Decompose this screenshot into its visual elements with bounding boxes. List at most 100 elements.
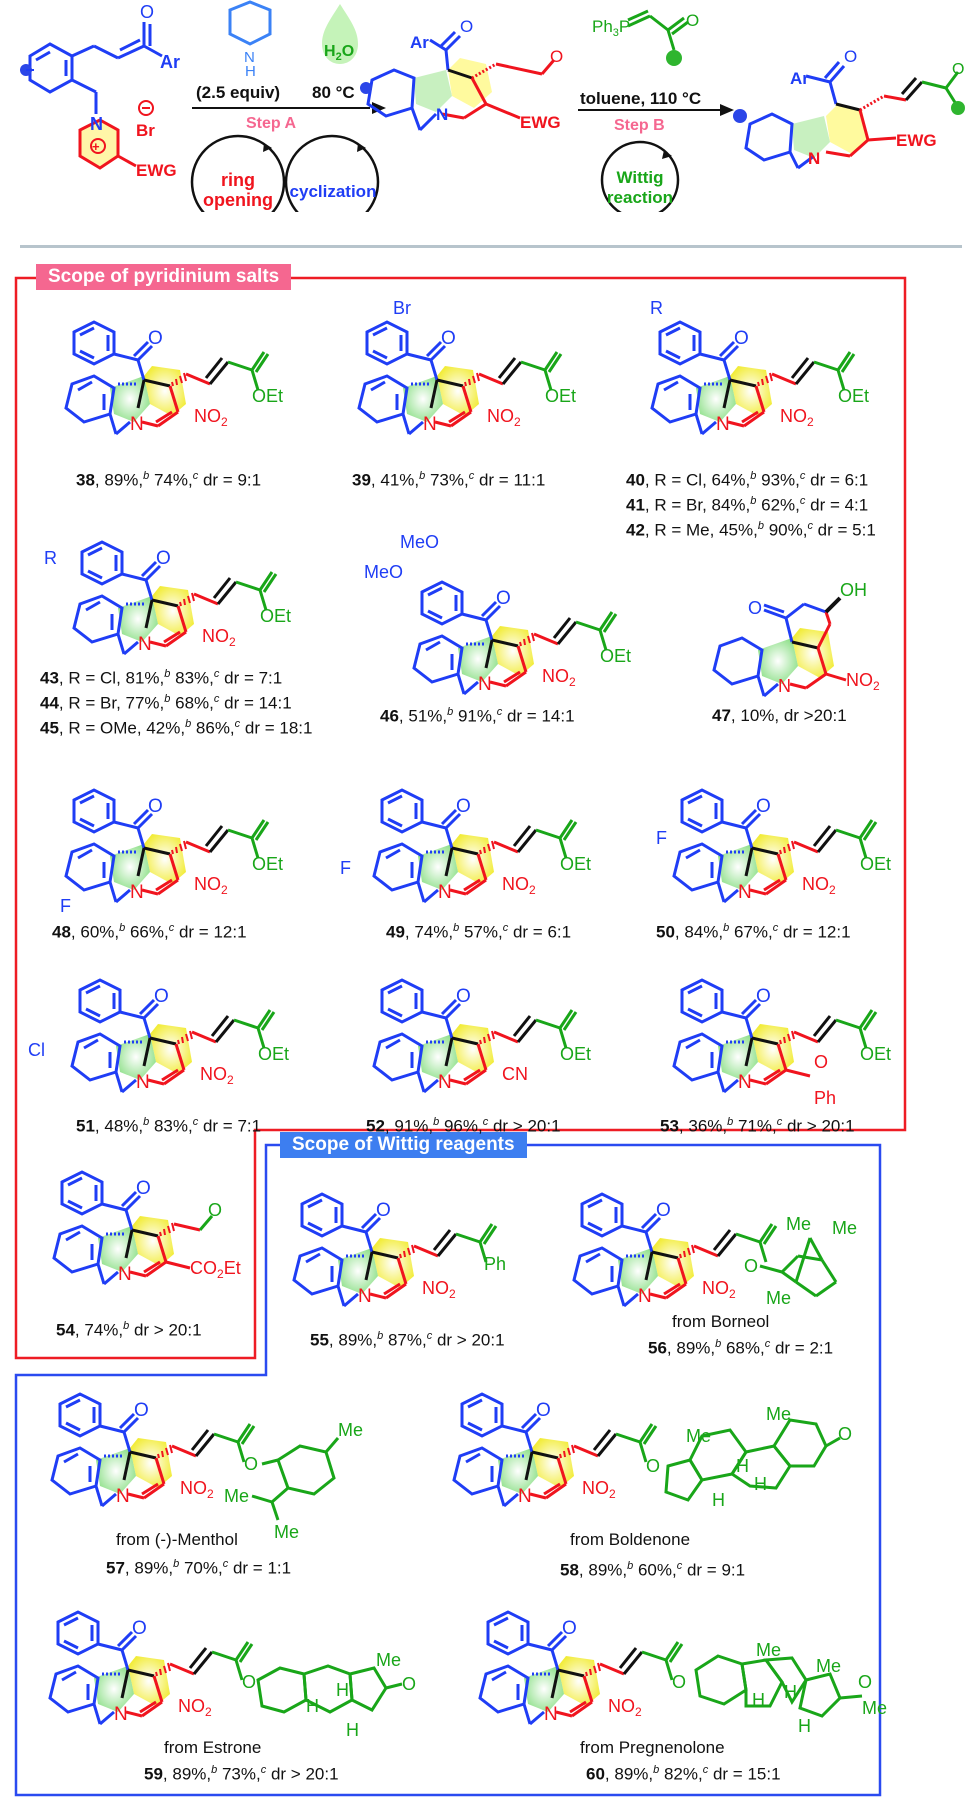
reaction-scheme: O Ar N + EWG Br N H (2.5 equiv) H2O 80 °…	[0, 0, 976, 230]
svg-text:MeO: MeO	[400, 532, 439, 552]
svg-text:NO2: NO2	[502, 874, 536, 897]
caption-48: 48, 60%,b 66%,c dr = 12:1	[52, 922, 247, 942]
caption-47: 47, 10%, dr >20:1	[712, 706, 847, 725]
svg-text:OEt: OEt	[860, 1044, 891, 1064]
caption-41: 41, R = Br, 84%,b 62%,c dr = 4:1	[626, 495, 869, 515]
svg-text:Ph: Ph	[814, 1088, 836, 1108]
source-58: from Boldenone	[570, 1530, 691, 1549]
caption-54: 54, 74%,b dr > 20:1	[56, 1320, 202, 1340]
svg-text:Step A: Step A	[246, 115, 297, 132]
svg-text:N: N	[90, 114, 103, 134]
svg-text:O: O	[838, 1424, 852, 1444]
svg-text:OEt: OEt	[258, 1044, 289, 1064]
intermediate-aldehyde: O N Ar O EWG	[360, 17, 563, 132]
svg-text:NO2: NO2	[487, 406, 521, 429]
svg-text:H: H	[784, 1682, 797, 1702]
svg-text:F: F	[340, 858, 351, 878]
svg-text:EWG: EWG	[136, 161, 177, 180]
svg-text:NO2: NO2	[180, 1478, 214, 1501]
svg-text:toluene, 110 °C: toluene, 110 °C	[580, 89, 701, 108]
svg-text:NO2: NO2	[802, 874, 836, 897]
svg-text:O: O	[814, 1052, 828, 1072]
svg-text:MeO: MeO	[364, 562, 403, 582]
svg-text:H: H	[245, 63, 256, 80]
caption-52: 52, 91%,b 96%,c dr > 20:1	[366, 1116, 561, 1136]
caption-49: 49, 74%,b 57%,c dr = 6:1	[386, 922, 572, 942]
svg-text:R: R	[650, 298, 663, 318]
svg-text:O: O	[402, 1674, 416, 1694]
svg-text:Br: Br	[136, 121, 155, 140]
svg-text:OEt: OEt	[260, 606, 291, 626]
svg-text:Me: Me	[766, 1404, 791, 1424]
caption-53: 53, 36%,b 71%,c dr > 20:1	[660, 1116, 855, 1136]
svg-text:H: H	[712, 1490, 725, 1510]
svg-text:(2.5 equiv): (2.5 equiv)	[196, 83, 280, 102]
svg-text:Me: Me	[686, 1426, 711, 1446]
caption-39: 39, 41%,b 73%,c dr = 11:1	[352, 470, 546, 490]
svg-text:Me: Me	[274, 1522, 299, 1542]
cycle-ring-opening-label: ring opening	[203, 170, 273, 210]
svg-text:NO2: NO2	[780, 406, 814, 429]
svg-text:F: F	[656, 828, 667, 848]
svg-text:Ar: Ar	[410, 33, 429, 52]
svg-text:NO2: NO2	[422, 1278, 456, 1301]
svg-text:H: H	[346, 1720, 359, 1740]
svg-text:H: H	[306, 1696, 319, 1716]
svg-text:EWG: EWG	[520, 113, 561, 132]
water-drop-icon	[322, 4, 358, 64]
caption-44: 44, R = Br, 77%,b 68%,c dr = 14:1	[40, 693, 292, 713]
svg-text:NO2: NO2	[702, 1278, 736, 1301]
svg-text:OEt: OEt	[252, 854, 283, 874]
caption-58: 5958, 89%,b 60%,c dr = 9:1	[560, 1560, 746, 1580]
svg-text:OEt: OEt	[860, 854, 891, 874]
svg-text:H: H	[752, 1690, 765, 1710]
general-product: O N Ar O EWG	[733, 47, 965, 170]
structure-54: O CO2Et	[52, 1170, 241, 1287]
svg-text:OH: OH	[840, 580, 867, 600]
svg-text:Me: Me	[766, 1288, 791, 1308]
svg-text:Me: Me	[224, 1486, 249, 1506]
caption-51: 51, 48%,b 83%,c dr = 7:1	[76, 1116, 262, 1136]
svg-text:NO2: NO2	[202, 626, 236, 649]
svg-text:O: O	[550, 47, 563, 66]
wittig-scope-banner: Scope of Wittig reagents	[280, 1132, 527, 1158]
svg-text:O: O	[858, 1672, 872, 1692]
svg-text:O: O	[952, 61, 964, 78]
svg-text:OEt: OEt	[838, 386, 869, 406]
svg-text:O: O	[844, 47, 857, 66]
svg-text:NO2: NO2	[582, 1478, 616, 1501]
svg-text:O: O	[242, 1672, 256, 1692]
structure-53: OEt O Ph	[672, 978, 891, 1108]
svg-text:O: O	[686, 11, 699, 30]
svg-text:N: N	[778, 676, 791, 696]
svg-text:Me: Me	[816, 1656, 841, 1676]
svg-text:N: N	[436, 105, 448, 124]
source-59: from Estrone	[164, 1738, 262, 1757]
caption-50: 50, 84%,b 67%,c dr = 12:1	[656, 922, 851, 942]
svg-text:H2O: H2O	[324, 43, 354, 63]
svg-text:O: O	[140, 2, 154, 22]
svg-text:Ar: Ar	[790, 69, 809, 88]
caption-43: 43, R = Cl, 81%,b 83%,c dr = 7:1	[40, 668, 283, 688]
caption-60: 60, 89%,b 82%,c dr = 15:1	[586, 1764, 781, 1784]
svg-text:O: O	[460, 17, 473, 36]
caption-45: 45, R = OMe, 42%,b 86%,c dr = 18:1	[40, 718, 313, 738]
caption-59: 59, 89%,b 73%,c dr > 20:1	[144, 1764, 339, 1784]
svg-text:O: O	[646, 1456, 660, 1476]
